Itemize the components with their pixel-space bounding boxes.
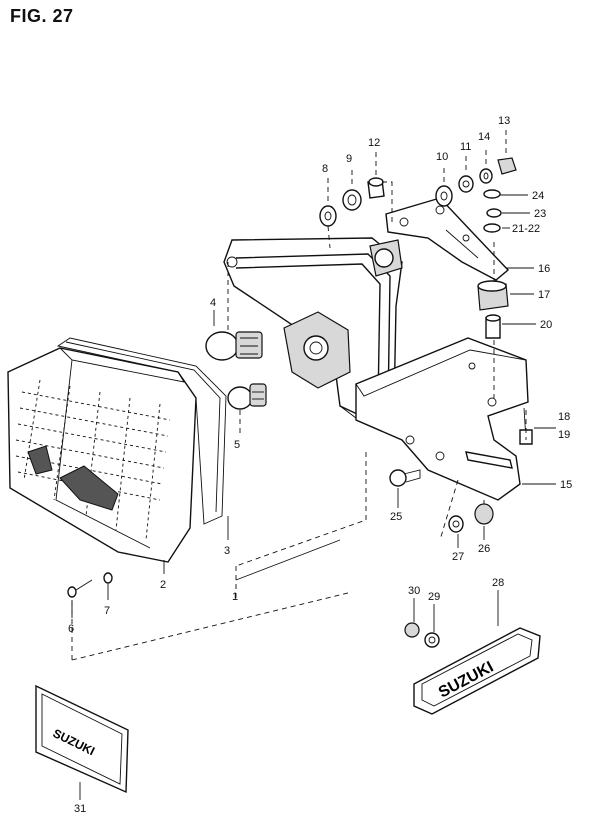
- lens-gasket: [56, 337, 227, 525]
- label-5: 5: [234, 439, 240, 451]
- label-28: 28: [492, 577, 504, 589]
- label-7: 7: [104, 605, 110, 617]
- upper-bracket: [385, 197, 510, 281]
- label-26: 26: [478, 543, 490, 555]
- label-19: 19: [558, 429, 570, 441]
- washer-10: [435, 185, 453, 207]
- spacer-20: [485, 314, 501, 339]
- washer-7: [103, 572, 113, 584]
- label-10: 10: [436, 151, 448, 163]
- label-11: 11: [460, 141, 471, 153]
- license-plate-31: SUZUKI: [35, 684, 129, 794]
- label-15: 15: [560, 479, 572, 491]
- label-20: 20: [540, 319, 552, 331]
- figure-title: FIG. 27: [10, 6, 74, 26]
- washer-9: [342, 189, 362, 211]
- label-30: 30: [408, 585, 420, 597]
- label-4: 4: [210, 297, 216, 309]
- label-23: 23: [534, 208, 546, 220]
- label-2: 2: [160, 579, 166, 591]
- label-17: 17: [538, 289, 550, 301]
- washer-29: [424, 632, 440, 648]
- grommet-17: [477, 280, 509, 311]
- washer-27: [448, 515, 464, 533]
- license-bracket: [355, 337, 529, 501]
- screw-25: [389, 469, 421, 487]
- grommet-30: [404, 622, 420, 638]
- nut-24: [483, 189, 501, 199]
- label-27: 27: [452, 551, 464, 563]
- label-9: 9: [346, 153, 352, 165]
- label-14: 14: [478, 131, 490, 143]
- leader-lines: [71, 130, 556, 800]
- screw-6: [67, 579, 93, 598]
- label-8: 8: [322, 163, 328, 175]
- washer-23: [486, 208, 502, 218]
- washer-8: [319, 205, 337, 227]
- bulb-large: [205, 331, 263, 361]
- label-31: 31: [74, 803, 86, 815]
- bulb-small: [227, 383, 267, 410]
- label-13: 13: [498, 115, 510, 127]
- label-12: 12: [368, 137, 380, 149]
- label-18: 18: [558, 411, 570, 423]
- label-29: 29: [428, 591, 440, 603]
- label-1: 1: [232, 591, 238, 603]
- washer-14: [479, 168, 493, 184]
- label-3: 3: [224, 545, 230, 557]
- label-24: 24: [532, 190, 544, 202]
- tail-housing: [223, 237, 403, 421]
- label-25: 25: [390, 511, 402, 523]
- nut-13: [497, 157, 517, 175]
- nut-26: [474, 503, 494, 525]
- tail-lens: [7, 347, 197, 563]
- emblem-28: SUZUKI: [413, 627, 541, 715]
- label-6: 6: [68, 623, 74, 635]
- label-21-22: 21-22: [512, 223, 540, 235]
- part-labels: 1 2 3 4 5 6 7 8 9 10 11 12 13 14 15 16 1…: [68, 115, 572, 815]
- label-16: 16: [538, 263, 550, 275]
- collar-12: [367, 177, 385, 199]
- washer-21-22: [483, 223, 501, 233]
- washer-11: [458, 175, 474, 193]
